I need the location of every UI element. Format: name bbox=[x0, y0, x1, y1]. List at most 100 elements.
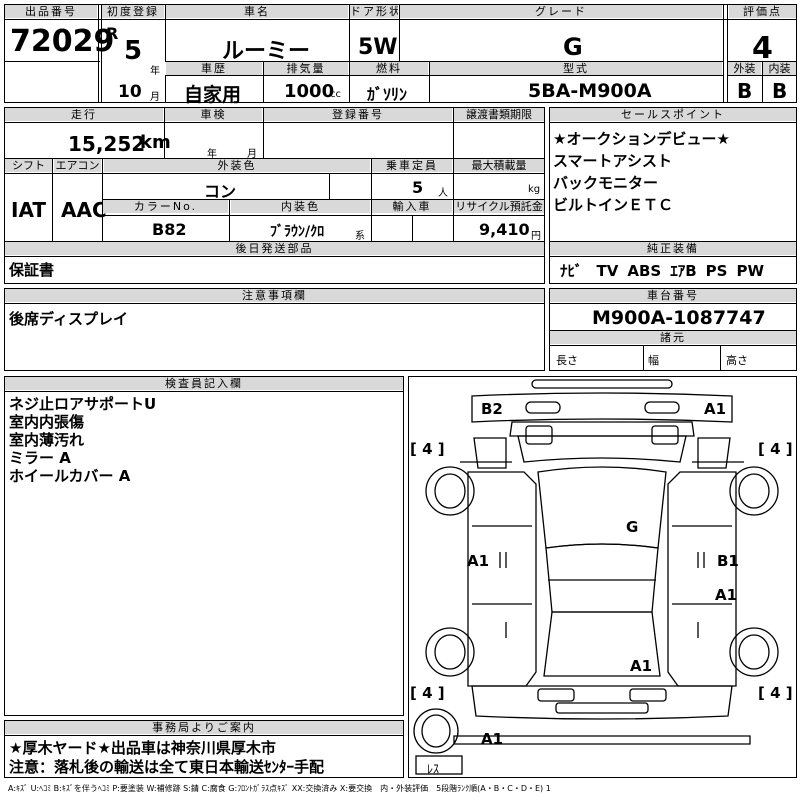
recycle-fee: 9,410 bbox=[479, 220, 530, 239]
office-header: 事務局よりご案内 bbox=[5, 721, 403, 734]
capacity: 5 bbox=[412, 178, 424, 197]
door-type: 5W bbox=[358, 35, 398, 60]
chassis-number: M900A-1087747 bbox=[592, 307, 766, 329]
interior-color: ﾌﾞﾗｳﾝ/ｸﾛ bbox=[270, 224, 325, 240]
car-name-header: 車名 bbox=[166, 5, 348, 18]
equipment-item: ABS bbox=[627, 262, 662, 280]
exterior-color: コン bbox=[204, 182, 237, 201]
capacity-header: 乗車定員 bbox=[372, 159, 452, 172]
width-label: 幅 bbox=[648, 354, 659, 367]
model-header: 型式 bbox=[430, 62, 722, 75]
equipment-item: ｴｱB bbox=[670, 262, 697, 280]
damage-mark-rear: A1 bbox=[630, 657, 653, 675]
inspection-year-unit: 年 bbox=[207, 149, 217, 160]
tire-front-right: [ 4 ] bbox=[758, 440, 793, 458]
later-parts-header: 後日発送部品 bbox=[5, 242, 544, 255]
tire-rear-right: [ 4 ] bbox=[758, 684, 793, 702]
inspection-header: 車検 bbox=[165, 108, 262, 121]
history-header: 車歴 bbox=[166, 62, 262, 75]
damage-diagram bbox=[408, 376, 797, 778]
month-unit: 月 bbox=[150, 92, 160, 103]
later-parts: 保証書 bbox=[9, 261, 55, 279]
load-header: 最大積載量 bbox=[454, 159, 544, 172]
displacement-header: 排気量 bbox=[264, 62, 348, 75]
equipment-item: PS bbox=[705, 262, 728, 280]
ext-score: B bbox=[737, 79, 753, 103]
reg-year: 5 bbox=[124, 36, 143, 66]
equipment-item: PW bbox=[736, 262, 764, 280]
score-header: 評価点 bbox=[729, 5, 796, 18]
inspector-line: ミラー A bbox=[9, 449, 71, 467]
damage-legend: A:ｷｽﾞ U:ﾍｺﾐ B:ｷｽﾞを伴うﾍｺﾐ P:要塗装 W:補修跡 S:錆 … bbox=[8, 784, 551, 793]
shift-header: シフト bbox=[5, 159, 52, 172]
notes-text: 後席ディスプレイ bbox=[9, 310, 128, 328]
spare-tire: ﾚｽ bbox=[427, 762, 440, 776]
tire-front-left: [ 4 ] bbox=[410, 440, 445, 458]
sales-line: ★オークションデビュー★ bbox=[553, 130, 730, 148]
displacement: 1000 bbox=[284, 81, 335, 102]
office-line: 注意：落札後の輸送は全て東日本輸送ｾﾝﾀｰ手配 bbox=[9, 758, 325, 776]
recycle-header: リサイクル預託金 bbox=[454, 200, 544, 213]
damage-mark-front-left: B2 bbox=[481, 400, 503, 418]
recycle-unit: 円 bbox=[531, 231, 541, 242]
inspector-line: 室内内張傷 bbox=[9, 413, 85, 431]
first-reg-header: 初度登録 bbox=[102, 5, 164, 18]
int-header: 内装 bbox=[763, 62, 796, 75]
tire-rear-left: [ 4 ] bbox=[410, 684, 445, 702]
reg-number-header: 登録番号 bbox=[264, 108, 452, 121]
damage-mark-bottom-left: A1 bbox=[481, 730, 504, 748]
fuel: ｶﾞｿﾘﾝ bbox=[367, 85, 408, 104]
interior-color-header: 内装色 bbox=[231, 200, 370, 213]
car-name: ルーミー bbox=[222, 39, 311, 64]
interior-color-unit: 系 bbox=[355, 231, 365, 242]
mileage: 15,252 bbox=[68, 132, 146, 156]
inspector-section bbox=[4, 376, 404, 716]
length-label: 長さ bbox=[556, 354, 578, 367]
damage-mark-front-right: A1 bbox=[704, 400, 727, 418]
history: 自家用 bbox=[184, 84, 242, 106]
notes-header: 注意事項欄 bbox=[5, 289, 544, 302]
equipment-header: 純正装備 bbox=[550, 242, 796, 255]
lot-header: 出品番号 bbox=[5, 5, 97, 18]
sales-line: バックモニター bbox=[553, 174, 659, 192]
inspector-line: ネジ止ロアサポートU bbox=[9, 395, 157, 413]
chassis-header: 車台番号 bbox=[550, 289, 796, 302]
inspector-line: 室内薄汚れ bbox=[9, 431, 85, 449]
sales-point-header: セールスポイント bbox=[550, 108, 796, 121]
mileage-unit: km bbox=[140, 132, 171, 153]
sales-line: ビルトインＥＴＣ bbox=[553, 196, 674, 214]
door-header: ドア形状 bbox=[350, 5, 398, 18]
year-unit: 年 bbox=[150, 66, 160, 77]
shift: IAT bbox=[11, 198, 47, 222]
mileage-header: 走行 bbox=[5, 108, 163, 121]
grade-header: グレード bbox=[400, 5, 722, 18]
era: R bbox=[106, 24, 119, 43]
grade: G bbox=[563, 33, 583, 61]
color-number: B82 bbox=[152, 220, 187, 239]
capacity-unit: 人 bbox=[438, 188, 448, 199]
damage-mark-right-side: B1 bbox=[717, 552, 739, 570]
score: 4 bbox=[752, 31, 773, 66]
spec-header: 諸元 bbox=[550, 331, 796, 344]
inspector-line: ホイールカバー A bbox=[9, 467, 131, 485]
color-header: 外装色 bbox=[104, 159, 370, 172]
inspection-month-unit: 月 bbox=[247, 149, 257, 160]
damage-mark-right-rear: A1 bbox=[715, 586, 738, 604]
inspector-header: 検査員記入欄 bbox=[5, 377, 403, 390]
reg-month: 10 bbox=[118, 82, 142, 102]
damage-mark-roof: G bbox=[626, 518, 639, 536]
load-unit: kg bbox=[528, 184, 541, 195]
transfer-header: 譲渡書類期限 bbox=[454, 108, 544, 121]
office-line: ★厚木ヤード★出品車は神奈川県厚木市 bbox=[9, 739, 276, 757]
model: 5BA-M900A bbox=[528, 80, 652, 102]
equipment-item: ﾅﾋﾞ bbox=[560, 262, 583, 280]
sales-line: スマートアシスト bbox=[553, 152, 672, 170]
ext-header: 外装 bbox=[728, 62, 761, 75]
lot-number: 72029 bbox=[10, 24, 115, 59]
import-header: 輸入車 bbox=[372, 200, 452, 213]
aircon-header: エアコン bbox=[54, 159, 101, 172]
car-outline-diagram bbox=[413, 379, 779, 775]
top-section bbox=[4, 4, 797, 103]
aircon: AAC bbox=[61, 198, 107, 222]
